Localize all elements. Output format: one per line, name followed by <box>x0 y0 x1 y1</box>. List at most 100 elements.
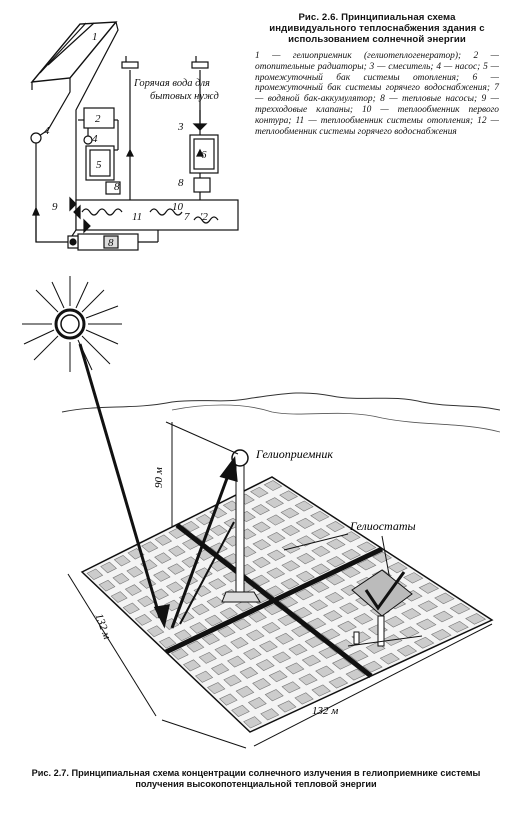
heliostat-mirror <box>266 549 286 561</box>
heliostat-mirror <box>167 563 185 575</box>
heliostat-mirror <box>310 510 330 522</box>
heliostat-mirror <box>265 497 284 509</box>
heliostat-mirror <box>191 603 210 616</box>
heliostat-mirror <box>113 554 131 567</box>
heliostat-mirror <box>243 716 263 729</box>
heliostat-mirror <box>154 534 173 546</box>
heliostat-mirror <box>154 552 172 564</box>
heliostat-mirror <box>266 532 286 544</box>
figure-2-7-caption: Рис. 2.7. Принципиальная схема концентра… <box>31 768 481 789</box>
label-2: 2 <box>95 113 101 125</box>
heliostat-mirror <box>353 613 374 625</box>
heliostat-mirror <box>323 610 343 622</box>
heliostat-mirror <box>252 521 271 533</box>
heliostat-mirror <box>277 700 297 713</box>
heliostat-field <box>80 476 494 733</box>
heliostat-mirror <box>288 643 308 656</box>
heliostat-mirror <box>294 588 314 601</box>
heliostat-mirror <box>291 625 311 637</box>
heliostat-mirror <box>182 659 201 672</box>
heliostat-mirror <box>214 644 233 657</box>
heliostat-mirror <box>232 618 252 631</box>
heliostat-mirror <box>227 655 246 668</box>
heliostat-mirror <box>250 486 269 498</box>
heliostat-mirror <box>345 668 366 681</box>
heliostat-mirror <box>239 666 259 679</box>
heliostat-mirror <box>307 617 327 630</box>
side-b-label: 132 м <box>93 612 113 641</box>
heliostat-mirror <box>293 606 313 619</box>
heliostat-mirror <box>285 662 305 675</box>
heliostat-mirror <box>165 581 184 593</box>
heliostat-mirror <box>251 504 270 516</box>
figure-2-6-title: Рис. 2.6. Принципиальная схема индивидуа… <box>269 12 485 45</box>
heliostat-mirror <box>277 614 297 627</box>
label-4-left: 4 <box>44 125 50 137</box>
heliostat-mirror <box>403 572 424 584</box>
heliostat-mirror <box>396 644 418 657</box>
heliostat-mirror <box>170 648 189 660</box>
heliostat-mirror <box>194 567 213 579</box>
label-7: 7 <box>184 211 190 223</box>
heliostat-mirror <box>281 681 301 694</box>
heliostat-mirror <box>186 640 205 653</box>
heliostat-mirror <box>318 646 338 659</box>
heliostat-mirror <box>341 566 361 578</box>
heliostat-mirror <box>339 602 359 615</box>
figure-2-6-legend: 1 — гелиоприемник (гелиотеплогенератор);… <box>255 51 499 137</box>
heliostat-mirror <box>146 625 165 638</box>
heliostat-mirror <box>432 610 454 623</box>
heliostat-mirror <box>310 581 330 593</box>
heliostat-mirror <box>275 632 295 645</box>
heliostat-mirror <box>387 561 408 574</box>
heliostat-mirror <box>326 556 346 568</box>
heliostat-mirror <box>266 514 286 526</box>
heliostat-mirror <box>158 636 177 649</box>
heliostat-mirror <box>280 507 300 519</box>
hot-water-label-line2: бытовых нужд <box>150 91 219 102</box>
heliostat-mirror <box>399 626 420 639</box>
heliostat-mirror <box>174 629 192 642</box>
heliostat-mirror <box>294 500 314 512</box>
heliostat-mirror <box>418 582 440 594</box>
heliostat-mirror <box>337 620 357 633</box>
heliostat-mirror <box>264 689 284 702</box>
heliostat-mirror <box>348 649 369 662</box>
heliostat-mirror <box>248 611 267 623</box>
heliostat-mirror <box>181 520 200 533</box>
heliostat-mirror <box>124 584 142 596</box>
side-a-label: 132 м <box>312 705 338 717</box>
heliostat-mirror <box>201 633 220 646</box>
label-8c: 8 <box>108 237 114 249</box>
label-10: 10 <box>172 201 184 213</box>
heliostat-mirror <box>449 602 471 615</box>
heliostat-mirror <box>311 545 331 557</box>
heliostat-mirror <box>325 573 346 586</box>
heliostat-mirror <box>315 665 335 678</box>
heliostat-mirror <box>324 591 345 604</box>
heliostat-mirror <box>301 654 322 667</box>
heliostat-mirror <box>320 628 341 641</box>
heliostat-mirror <box>417 600 439 612</box>
label-4-inner: 4 <box>92 133 98 145</box>
heliostat-mirror <box>230 636 249 649</box>
heliostat-mirror <box>219 607 238 620</box>
label-3: 3 <box>177 121 184 133</box>
heliostat-mirror <box>259 640 278 653</box>
receiver-label: Гелиоприемник <box>255 447 333 461</box>
heliostats-label: Гелиостаты <box>349 519 416 533</box>
heliostat-mirror <box>413 636 435 649</box>
heliostat-mirror <box>430 628 452 641</box>
heliostat-mirror <box>261 621 281 634</box>
heliostat-mirror <box>245 629 265 642</box>
heliostat-mirror <box>279 490 299 502</box>
heliostat-mirror <box>217 625 236 638</box>
heliostat-mirror <box>219 693 238 706</box>
heliostat-mirror <box>310 528 331 540</box>
solar-concentration-illustration: 90 м Гелиоприемник Гелиостаты 132 м 132 … <box>22 276 500 749</box>
heliostat-mirror <box>189 622 208 634</box>
heliostat-mirror <box>207 682 226 695</box>
heliostat-mirror <box>209 542 228 554</box>
heliostat-mirror <box>328 676 349 689</box>
